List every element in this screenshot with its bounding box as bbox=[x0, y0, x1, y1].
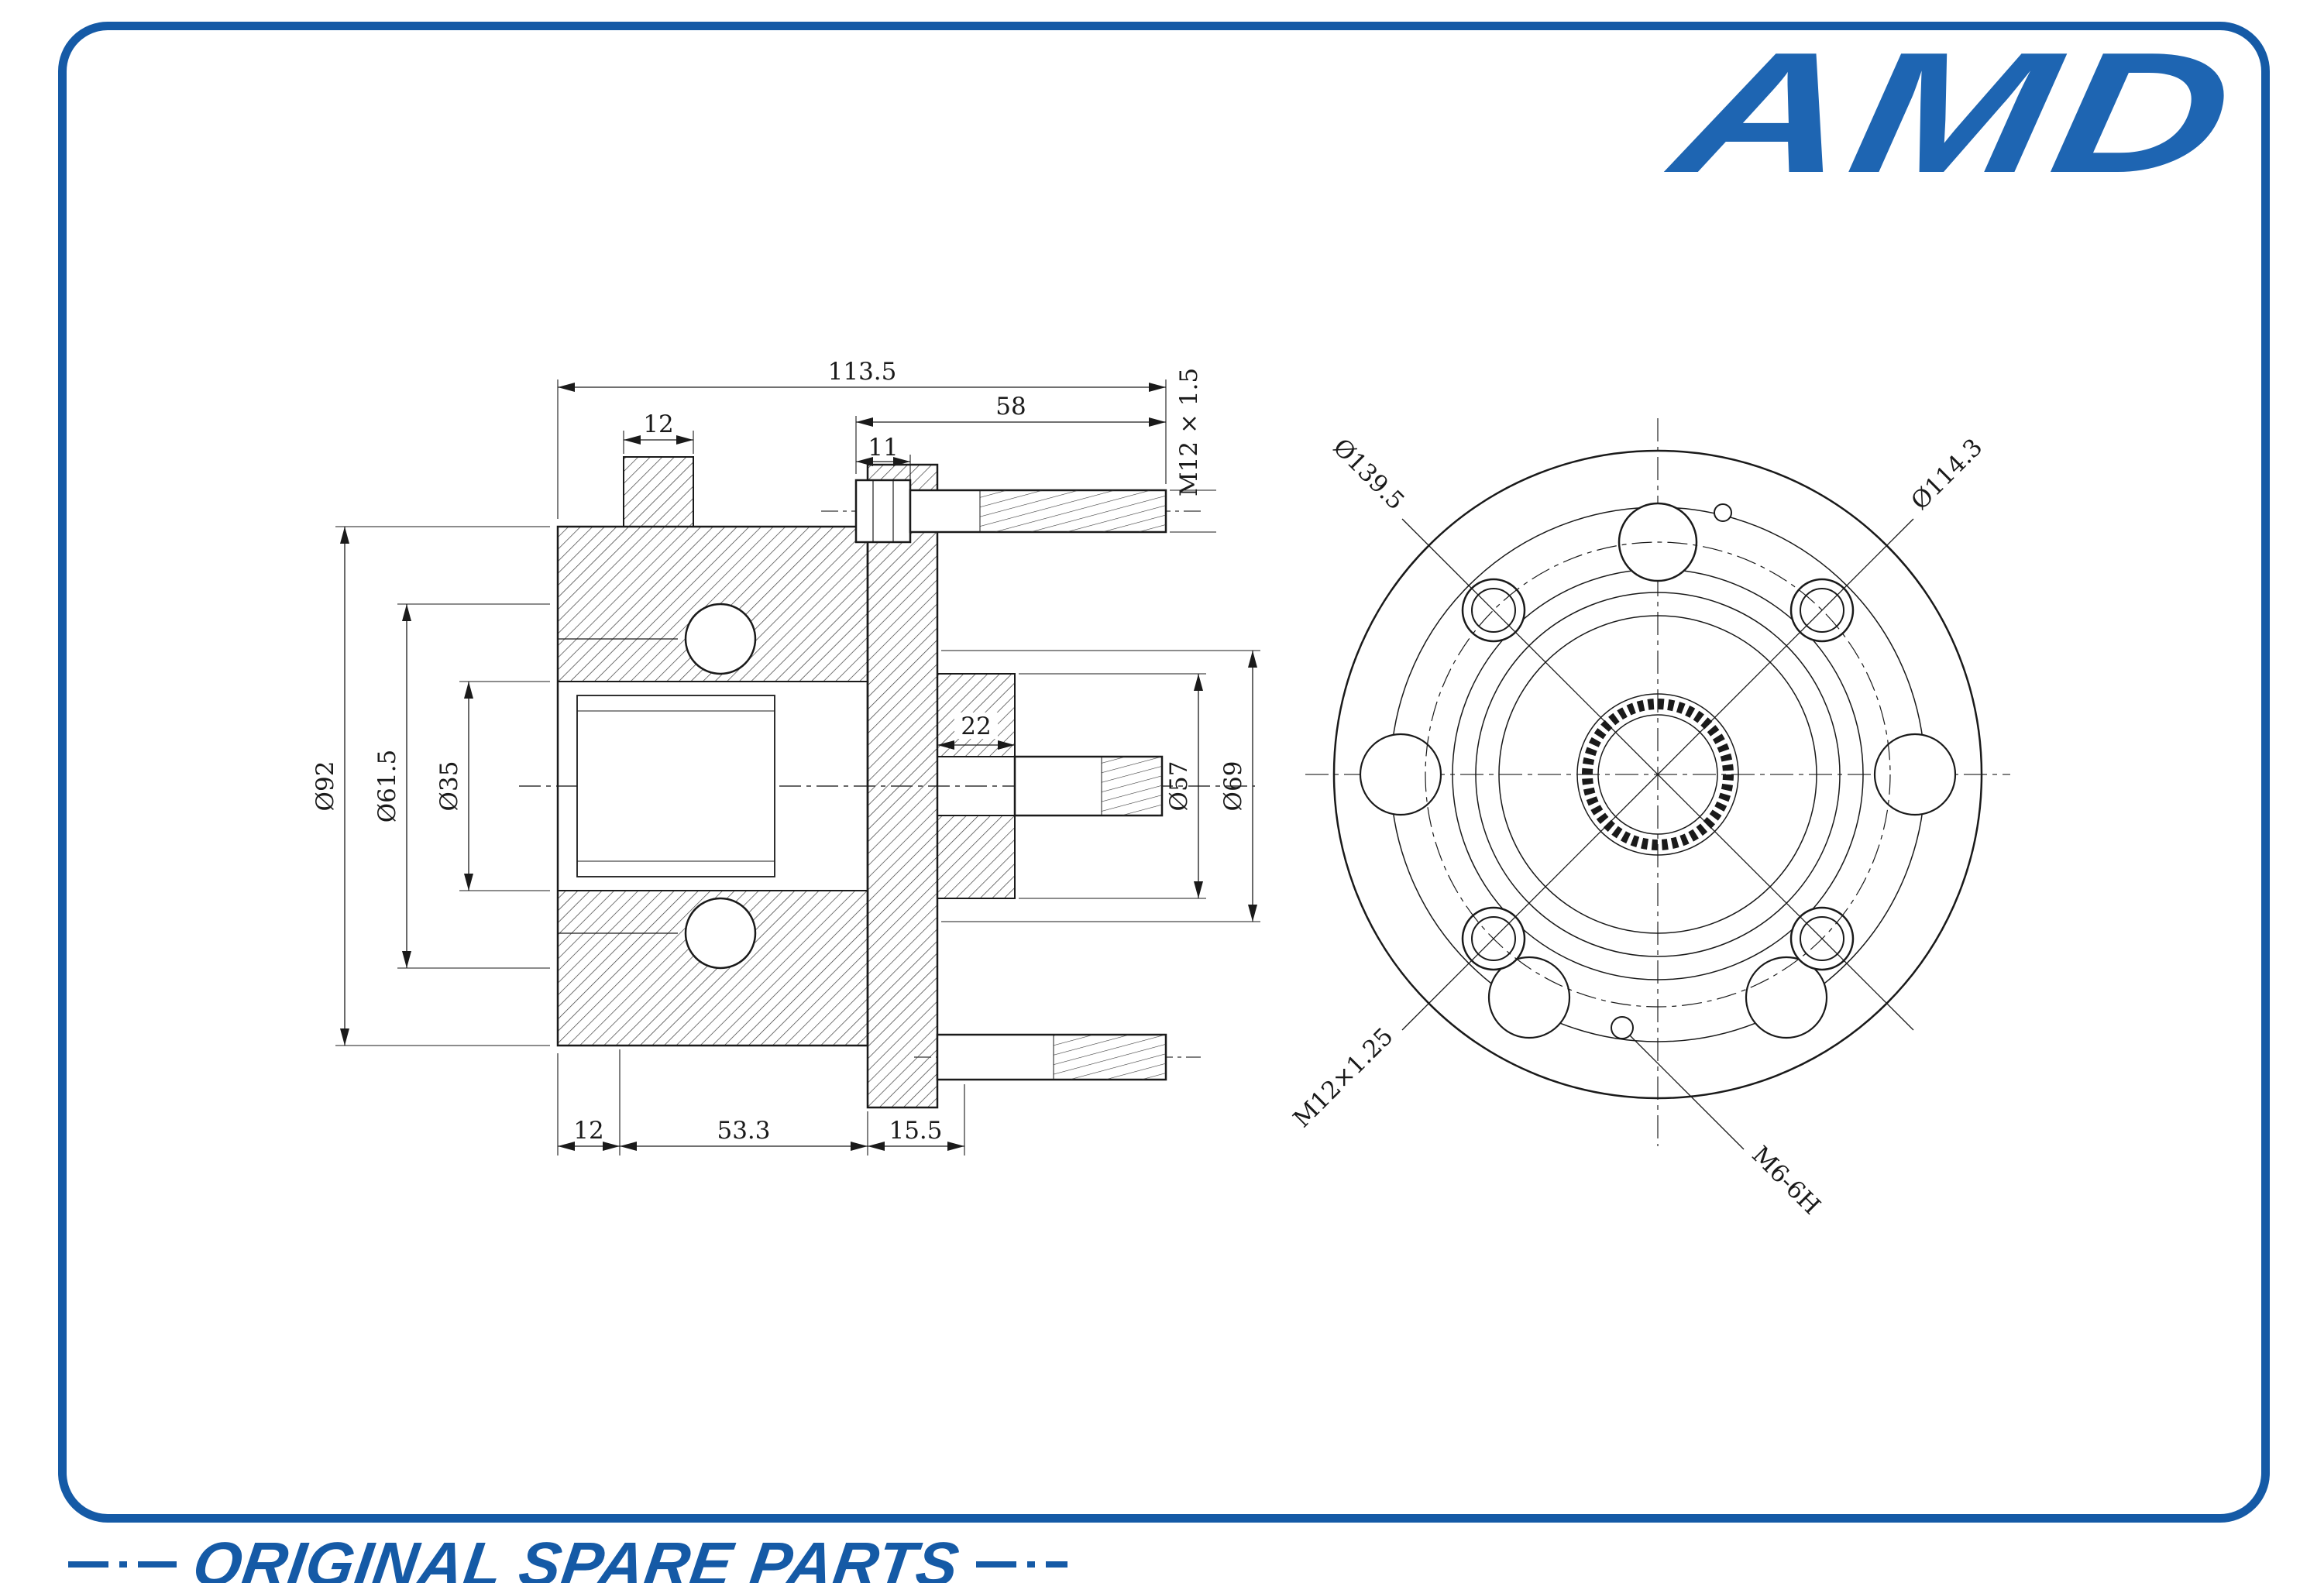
front-view-drawing: Ø139.5 Ø114.3 M12×1.25 M6-6H bbox=[1288, 418, 2010, 1221]
dim-stud-head-width-label: 11 bbox=[868, 434, 898, 462]
spline-bore bbox=[1576, 693, 1739, 856]
footer: ORIGINAL SPARE PARTS bbox=[68, 1529, 1067, 1583]
dim-rear-width-label: 12 bbox=[573, 1117, 603, 1145]
tagline: ORIGINAL SPARE PARTS bbox=[188, 1530, 964, 1583]
dim-abs-ring-width-label: 12 bbox=[643, 410, 673, 438]
label-backing bbox=[954, 713, 998, 739]
border-frame bbox=[58, 22, 2270, 1523]
dim-pilot-diameter-label: Ø57 bbox=[1165, 761, 1193, 812]
dim-stud-thread-label: M12 × 1.5 bbox=[1175, 368, 1203, 496]
dim-body-length-label: 53.3 bbox=[717, 1117, 770, 1145]
dim-bore-diameter-label: Ø35 bbox=[435, 761, 463, 812]
label-bolt-circle-diameter: Ø114.3 bbox=[1906, 433, 1988, 515]
dim-boss-diameter-label: Ø69 bbox=[1219, 761, 1247, 812]
dimension-lines bbox=[335, 379, 1260, 1155]
dim-pilot-length-label: 22 bbox=[961, 713, 991, 740]
dim-bearing-diameter-label: Ø61.5 bbox=[373, 750, 401, 822]
dim-total-length-label: 113.5 bbox=[828, 358, 897, 386]
section-view-drawing: 113.5 58 12 11 M12 × 1.5 Ø92 Ø61.5 Ø35 2… bbox=[311, 358, 1260, 1155]
label-flange-diameter: Ø139.5 bbox=[1328, 433, 1410, 515]
label-stud-thread: M12×1.25 bbox=[1288, 1022, 1399, 1133]
hub-body bbox=[556, 456, 869, 1047]
leader-lines bbox=[1401, 518, 1914, 1150]
flange-and-pilot bbox=[866, 463, 1164, 1109]
brand-logo: AMD bbox=[1662, 17, 2250, 209]
wheel-studs bbox=[854, 479, 1167, 1081]
dim-flange-offset-label: 15.5 bbox=[889, 1117, 942, 1145]
dim-stud-length-label: 58 bbox=[995, 393, 1026, 421]
label-service-hole-thread: M6-6H bbox=[1746, 1141, 1825, 1220]
dim-outer-diameter-label: Ø92 bbox=[311, 761, 339, 812]
dash-line-left bbox=[68, 1561, 177, 1568]
dash-line-right bbox=[975, 1561, 1067, 1568]
